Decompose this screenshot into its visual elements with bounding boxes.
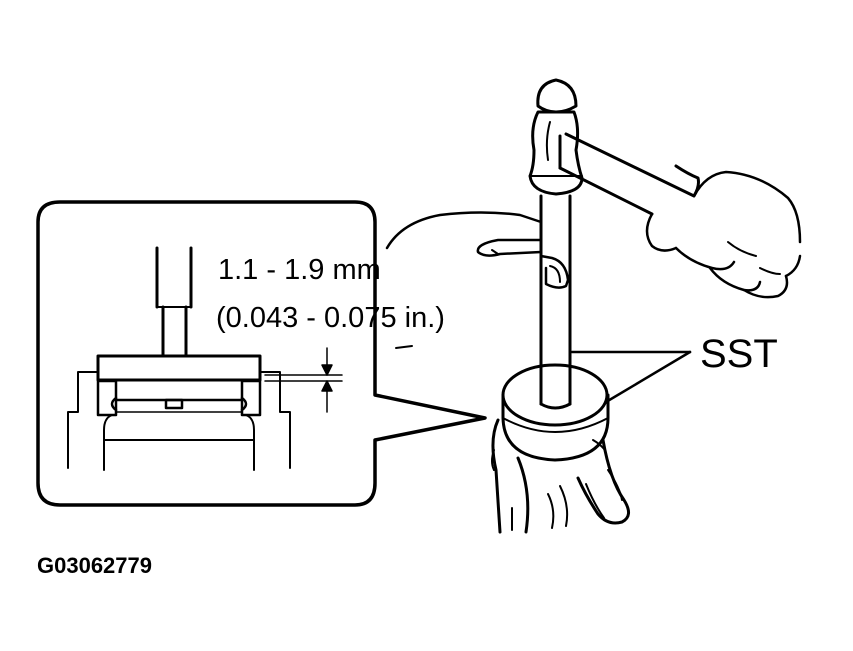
right-hand [645, 170, 802, 299]
left-hand [385, 211, 570, 289]
dimension-arrows [264, 347, 343, 413]
spec-inch-label: (0.043 - 0.075 in.) [216, 302, 445, 334]
detail-installer-shaft [155, 246, 193, 358]
detail-installer-plate [96, 354, 262, 382]
detail-housing [67, 371, 291, 471]
figure-code: G03062779 [37, 553, 152, 578]
stray-mark [395, 345, 413, 349]
detail-callout-box [36, 200, 487, 507]
spec-mm-label: 1.1 - 1.9 mm [218, 254, 381, 286]
sst-label: SST [700, 332, 778, 376]
steering-housing [491, 418, 630, 534]
sst-cup [501, 363, 610, 462]
detail-oil-seal [96, 379, 262, 417]
sst-leader-lines [570, 350, 692, 404]
sst-rod [539, 194, 572, 410]
